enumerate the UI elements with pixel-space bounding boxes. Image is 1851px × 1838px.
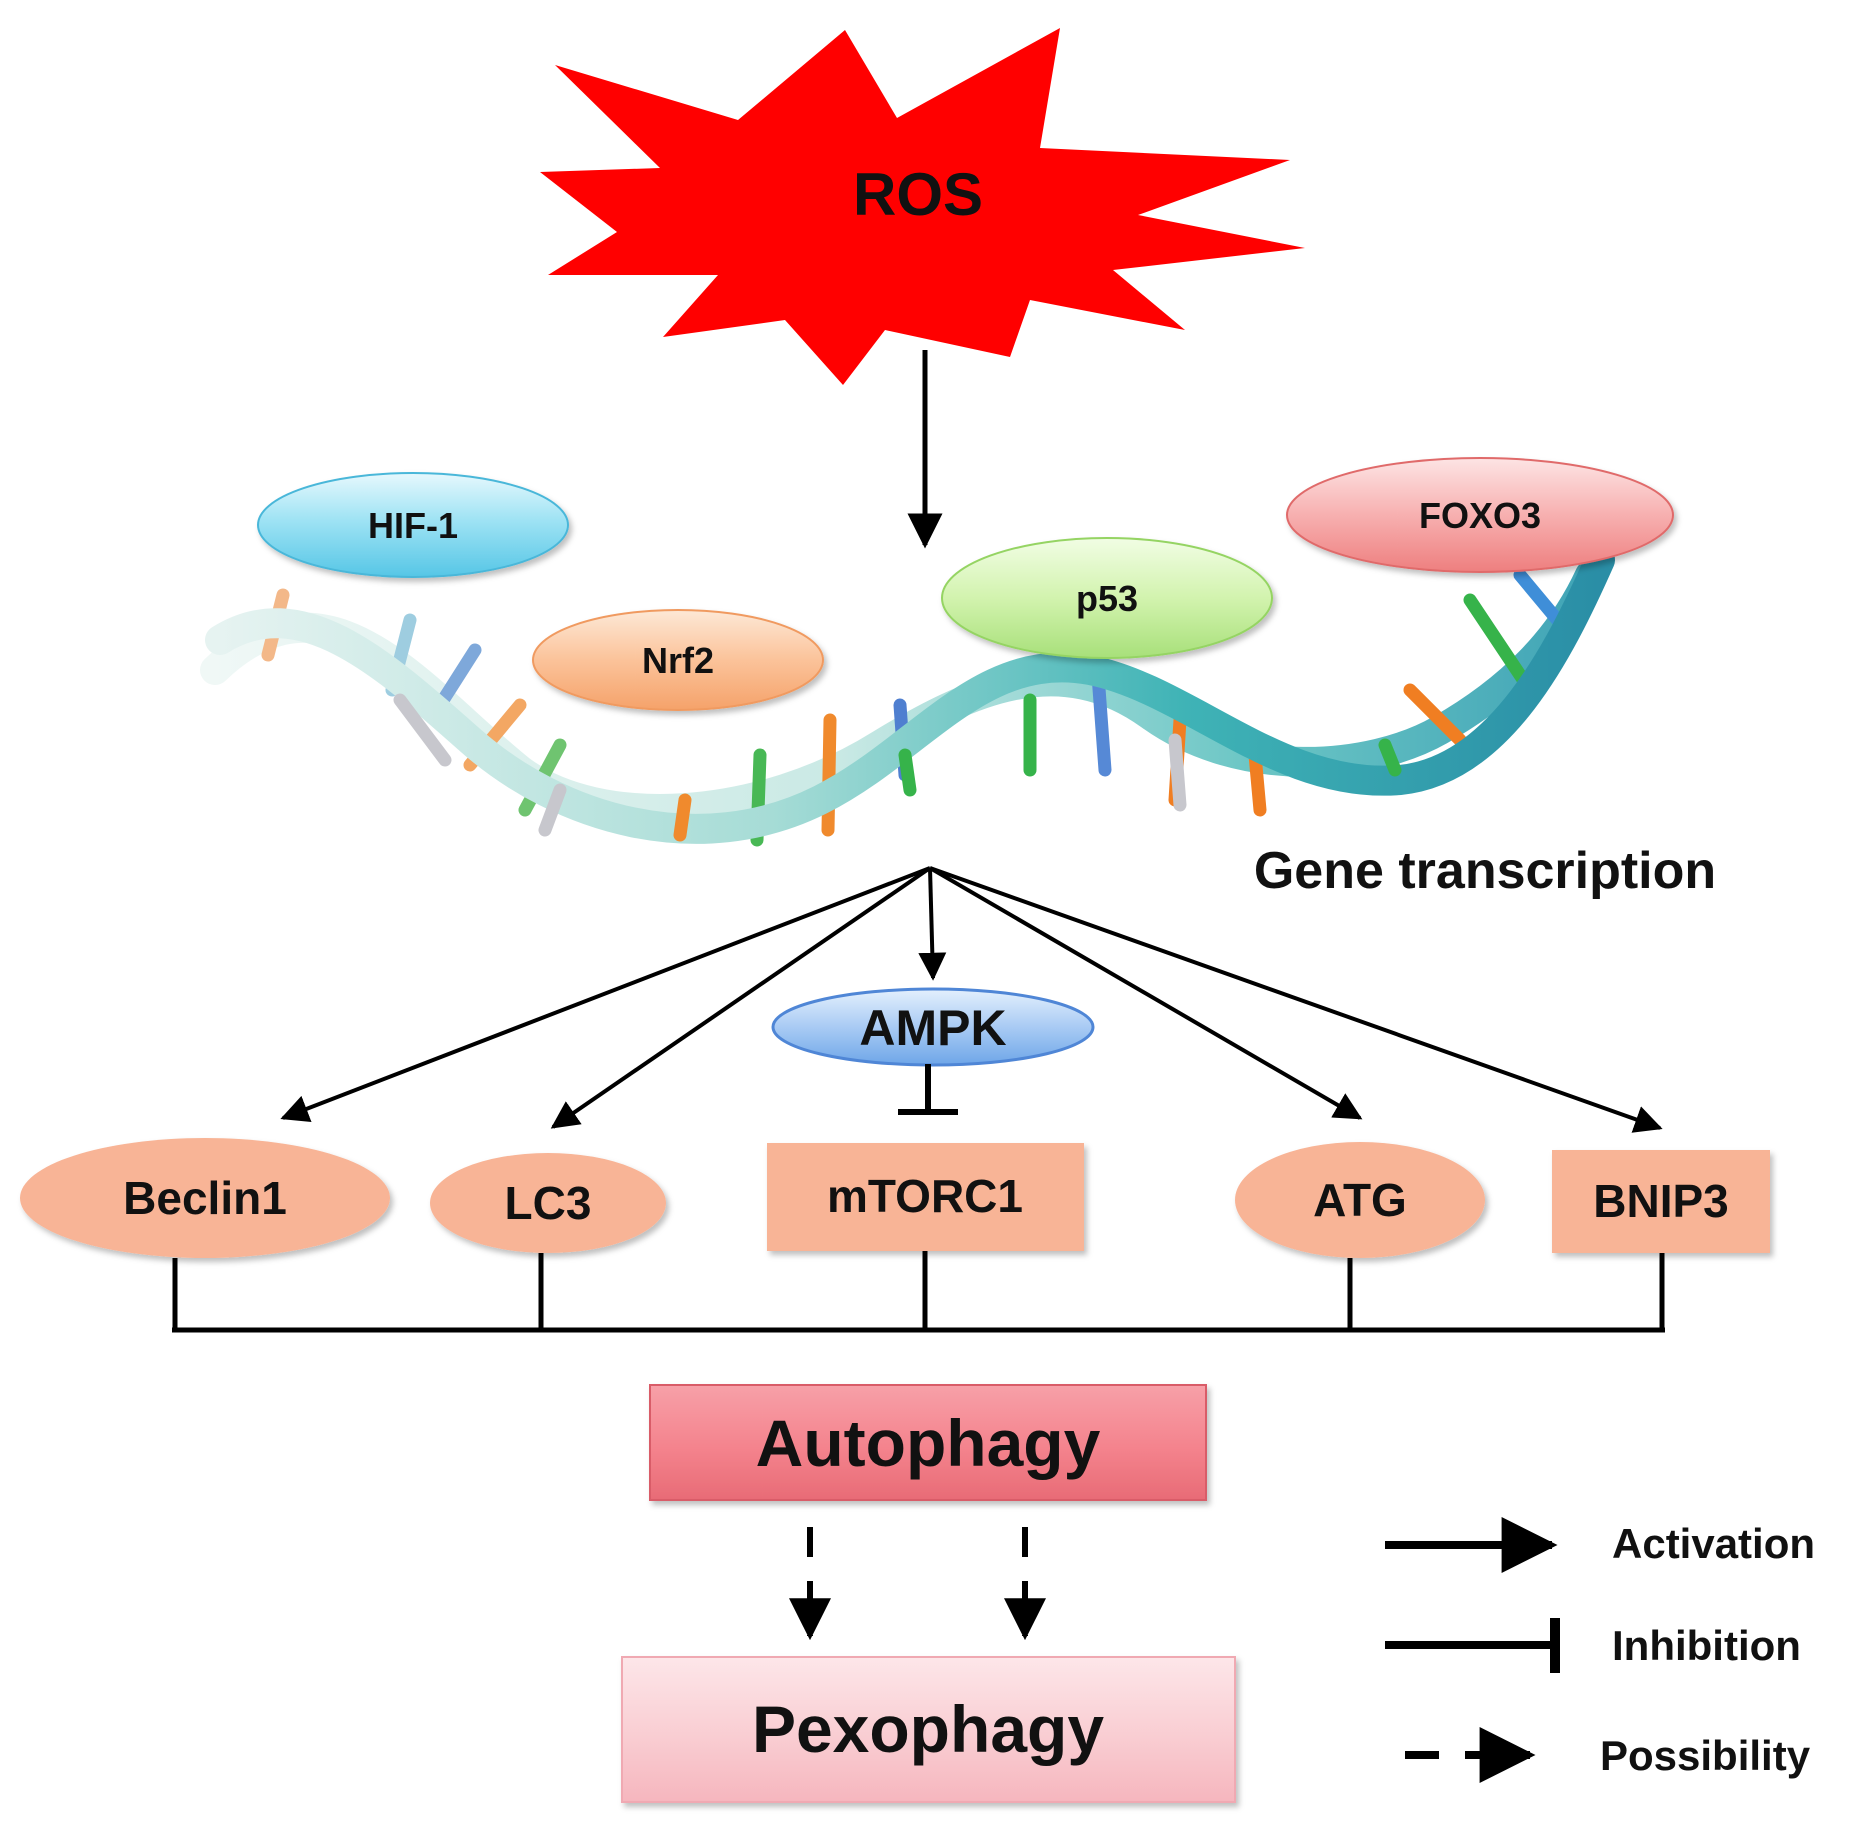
atg-node: ATG	[1235, 1142, 1485, 1258]
ampk-inhibition	[898, 1064, 958, 1115]
legend-activation: Activation	[1385, 1517, 1815, 1573]
nrf2-node: Nrf2	[532, 609, 824, 711]
mtorc1-label: mTORC1	[827, 1170, 1023, 1222]
dna-helix	[200, 545, 1615, 847]
legend: Activation Inhibition Possibility	[1385, 1517, 1815, 1783]
pexophagy-node: Pexophagy	[621, 1656, 1236, 1803]
mtorc1-node: mTORC1	[767, 1143, 1084, 1251]
p53-label: p53	[1076, 578, 1138, 619]
legend-possibility-label: Possibility	[1600, 1732, 1811, 1779]
legend-activation-label: Activation	[1612, 1520, 1815, 1567]
hif1-node: HIF-1	[257, 472, 569, 578]
legend-inhibition-label: Inhibition	[1612, 1622, 1801, 1669]
foxo3-label: FOXO3	[1419, 495, 1541, 536]
arrow-to-atg	[928, 866, 1363, 1120]
arrow-to-beclin1	[280, 866, 931, 1122]
arrow-to-ampk	[918, 867, 947, 981]
hif1-label: HIF-1	[368, 505, 458, 546]
beclin1-node: Beclin1	[20, 1138, 390, 1258]
lc3-node: LC3	[430, 1153, 666, 1253]
lc3-label: LC3	[505, 1177, 592, 1229]
p53-node: p53	[941, 537, 1273, 659]
ampk-node: AMPK	[771, 987, 1095, 1067]
pexophagy-label: Pexophagy	[752, 1692, 1104, 1766]
foxo3-node: FOXO3	[1286, 457, 1674, 573]
gene-transcription-label: Gene transcription	[1254, 842, 1716, 900]
ampk-label: AMPK	[859, 1000, 1006, 1056]
possibility-arrows	[789, 1527, 1046, 1641]
beclin1-label: Beclin1	[123, 1172, 287, 1224]
activation-arrows	[280, 866, 1663, 1133]
arrow-to-bnip3	[929, 866, 1663, 1133]
legend-inhibition: Inhibition	[1385, 1618, 1801, 1673]
legend-possibility: Possibility	[1405, 1727, 1811, 1783]
nrf2-label: Nrf2	[642, 640, 714, 681]
bnip3-label: BNIP3	[1593, 1175, 1728, 1227]
bnip3-node: BNIP3	[1552, 1150, 1770, 1253]
convergence-bracket	[172, 1251, 1665, 1333]
arrow-to-lc3	[550, 866, 932, 1129]
ros-label: ROS	[853, 161, 983, 228]
autophagy-label: Autophagy	[756, 1406, 1101, 1480]
ros-starburst	[540, 28, 1305, 385]
autophagy-node: Autophagy	[649, 1384, 1207, 1501]
atg-label: ATG	[1313, 1174, 1407, 1226]
